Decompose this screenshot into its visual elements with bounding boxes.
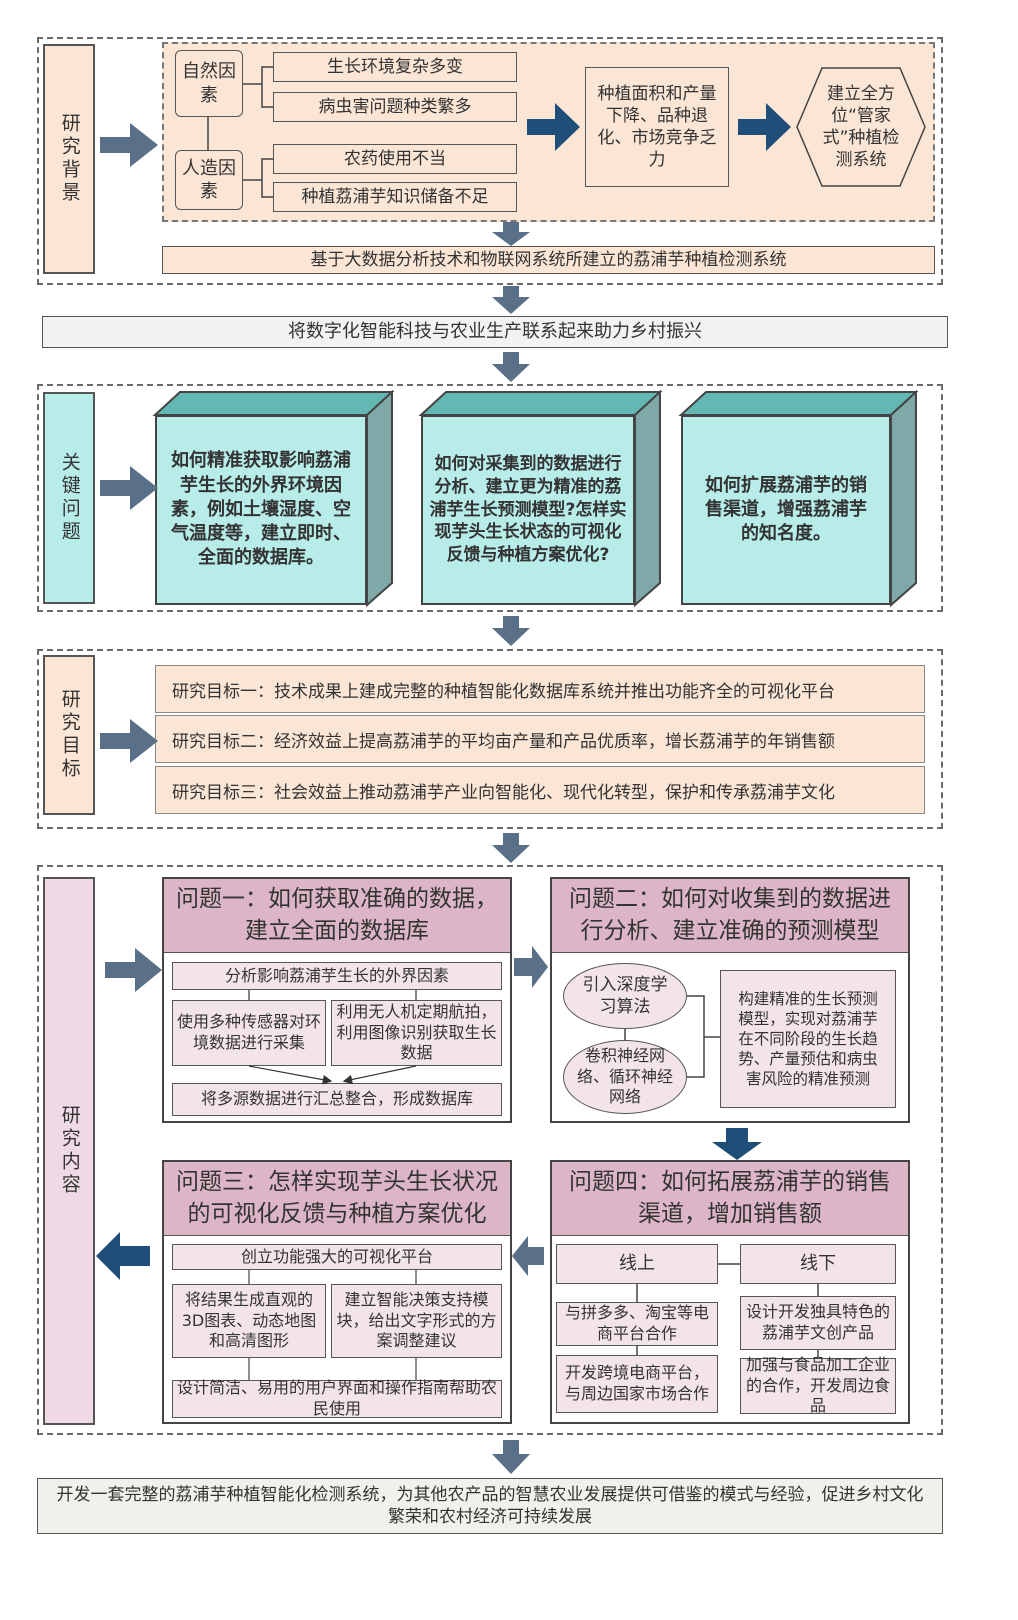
goals-label: 研究目标 xyxy=(43,655,95,815)
q3-right-step: 建立智能决策支持模块，给出文字形式的方案调整建议 xyxy=(331,1284,502,1358)
q2-model-box: 构建精准的生长预测模型，实现对荔浦芋在不同阶段的生长趋势、产量预估和病虫害风险的… xyxy=(720,970,896,1108)
key-problems-section xyxy=(37,384,943,612)
q4-online-header: 线上 xyxy=(556,1244,718,1284)
goal-2: 研究目标二：经济效益上提高荔浦芋的平均亩产量和产品优质率，增长荔浦芋的年销售额 xyxy=(155,715,925,763)
key-problem-3-tab: 问题四 xyxy=(774,397,826,417)
human-factor-box: 人造因素 xyxy=(175,150,243,210)
content-label: 研究内容 xyxy=(43,877,95,1425)
human-item-2: 种植荔浦芋知识储备不足 xyxy=(273,182,517,212)
q2-oval-2: 卷积神经网络、循环神经网络 xyxy=(563,1040,687,1114)
background-label: 研究背景 xyxy=(43,44,95,274)
q4-title: 问题四：如何拓展荔浦芋的销售渠道，增加销售额 xyxy=(552,1162,908,1236)
key-problem-2-tab: 问题二与问题三 xyxy=(480,397,600,417)
q4-offline-header: 线下 xyxy=(740,1244,896,1284)
q4-offline-item-2: 加强与食品加工企业的合作，开发周边食品 xyxy=(740,1355,896,1415)
natural-item-2: 病虫害问题种类繁多 xyxy=(273,92,517,122)
q1-left-step: 使用多种传感器对环境数据进行采集 xyxy=(172,1000,326,1066)
human-item-1: 农药使用不当 xyxy=(273,144,517,174)
bridge-bar: 将数字化智能科技与农业生产联系起来助力乡村振兴 xyxy=(42,316,948,348)
key-problem-3-card: 如何扩展荔浦芋的销售渠道，增强荔浦芋的知名度。 xyxy=(681,415,891,605)
background-summary-bar: 基于大数据分析技术和物联网系统所建立的荔浦芋种植检测系统 xyxy=(162,246,935,274)
q4-online-item-1: 与拼多多、淘宝等电商平台合作 xyxy=(556,1302,718,1346)
background-result-box: 种植面积和产量下降、品种退化、市场竞争乏力 xyxy=(585,67,729,187)
q2-oval-1: 引入深度学习算法 xyxy=(563,963,687,1029)
q1-title: 问题一：如何获取准确的数据，建立全面的数据库 xyxy=(164,879,510,953)
q1-top-step: 分析影响荔浦芋生长的外界因素 xyxy=(172,962,502,990)
q3-title: 问题三：怎样实现芋头生长状况的可视化反馈与种植方案优化 xyxy=(164,1162,510,1236)
conclusion-bar: 开发一套完整的荔浦芋种植智能化检测系统，为其他农产品的智慧农业发展提供可借鉴的模… xyxy=(37,1478,943,1534)
q4-online-item-2: 开发跨境电商平台，与周边国家市场合作 xyxy=(556,1355,718,1413)
key-problem-1-tab: 问题一 xyxy=(249,397,301,417)
background-section xyxy=(37,37,943,285)
goals-section xyxy=(37,649,943,829)
key-problems-label: 关键问题 xyxy=(43,392,95,604)
natural-factor-box: 自然因素 xyxy=(175,50,243,117)
q3-top-step: 创立功能强大的可视化平台 xyxy=(172,1244,502,1270)
content-section xyxy=(37,865,943,1435)
q3-left-step: 将结果生成直观的3D图表、动态地图和高清图形 xyxy=(172,1284,326,1358)
q2-title: 问题二：如何对收集到的数据进行分析、建立准确的预测模型 xyxy=(552,879,908,953)
key-problem-1-card: 如何精准获取影响荔浦芋生长的外界环境因素，例如土壤湿度、空气温度等，建立即时、全… xyxy=(155,415,367,605)
q1-right-step: 利用无人机定期航拍，利用图像识别获取生长数据 xyxy=(331,1000,502,1066)
background-goal-hexagon: 建立全方位“管家式”种植检测系统 xyxy=(797,68,925,186)
q1-bottom-step: 将多源数据进行汇总整合，形成数据库 xyxy=(172,1083,502,1116)
goal-1: 研究目标一：技术成果上建成完整的种植智能化数据库系统并推出功能齐全的可视化平台 xyxy=(155,665,925,713)
natural-item-1: 生长环境复杂多变 xyxy=(273,52,517,82)
key-problem-2-card: 如何对采集到的数据进行分析、建立更为精准的荔浦芋生长预测模型?怎样实现芋头生长状… xyxy=(421,415,635,605)
q4-offline-item-1: 设计开发独具特色的荔浦芋文创产品 xyxy=(740,1296,896,1350)
goal-3: 研究目标三：社会效益上推动荔浦芋产业向智能化、现代化转型，保护和传承荔浦芋文化 xyxy=(155,766,925,814)
q3-bottom-step: 设计简洁、易用的用户界面和操作指南帮助农民使用 xyxy=(172,1378,502,1418)
